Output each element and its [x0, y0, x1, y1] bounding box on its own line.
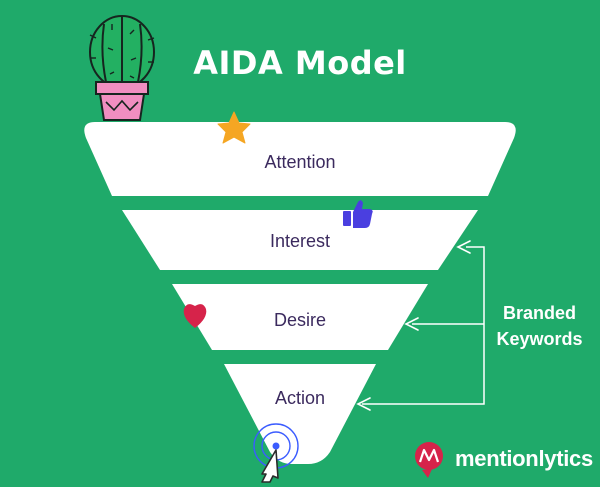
- branded-keywords-bracket: [362, 246, 485, 405]
- target-cursor-icon: [253, 423, 299, 483]
- star-icon: [217, 111, 251, 144]
- cactus-icon: [89, 15, 155, 121]
- mentionlytics-logo-icon: [415, 442, 443, 478]
- funnel-stage-attention: [84, 122, 516, 196]
- stage-label-desire: Desire: [273, 310, 326, 330]
- arrow-to-desire-icon: [404, 317, 419, 331]
- thumbs-up-icon: [343, 200, 373, 228]
- branded-keywords-line1: Branded: [502, 303, 576, 323]
- page-title: AIDA Model: [193, 44, 407, 82]
- funnel-stage-action: [224, 364, 376, 464]
- funnel-stage-desire: [172, 284, 428, 350]
- arrow-to-action-icon: [356, 397, 371, 411]
- stage-label-interest: Interest: [269, 231, 331, 251]
- brand-logo-text: mentionlytics: [455, 446, 593, 472]
- bracket-arrowheads: [356, 240, 471, 411]
- heart-icon: [183, 304, 207, 328]
- arrow-to-interest-icon: [456, 240, 471, 254]
- stage-label-attention: Attention: [264, 152, 336, 172]
- funnel-stage-interest: [122, 210, 478, 270]
- brand-part-lytics: lytics: [538, 446, 593, 471]
- branded-keywords-label: Branded Keywords: [482, 300, 597, 352]
- branded-keywords-line2: Keywords: [496, 329, 583, 349]
- brand-part-mention: mention: [455, 446, 539, 471]
- stage-label-action: Action: [274, 388, 326, 408]
